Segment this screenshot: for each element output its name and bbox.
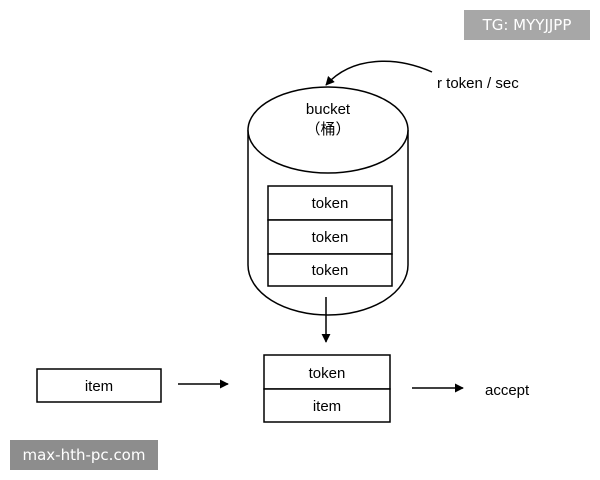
watermark-top: TG: MYYJJPP	[464, 10, 590, 40]
rate-label: r token / sec	[437, 75, 519, 92]
token-slot-label: token	[312, 262, 349, 279]
token-slot	[267, 253, 393, 287]
token-slot-label: token	[312, 229, 349, 246]
token-item-pair: token item	[263, 354, 391, 423]
bucket-top-ellipse	[247, 86, 409, 174]
input-item-label: item	[85, 378, 113, 395]
bucket-label: bucket	[306, 101, 351, 118]
accept-label: accept	[485, 382, 530, 399]
input-item-box	[36, 368, 162, 403]
rate-arrow	[325, 60, 433, 86]
pair-item-label: item	[313, 398, 341, 415]
pair-token-label: token	[309, 365, 346, 382]
bucket-label-cn: （桶）	[305, 121, 350, 138]
pair-item-box	[263, 388, 391, 423]
bucket-cylinder	[247, 86, 409, 316]
token-slot	[267, 185, 393, 221]
token-slot-label: token	[312, 195, 349, 212]
watermark-bottom: max-hth-pc.com	[10, 440, 158, 470]
pair-token-box	[263, 354, 391, 390]
token-stack: token token token	[267, 185, 393, 287]
bucket-body	[247, 130, 409, 316]
